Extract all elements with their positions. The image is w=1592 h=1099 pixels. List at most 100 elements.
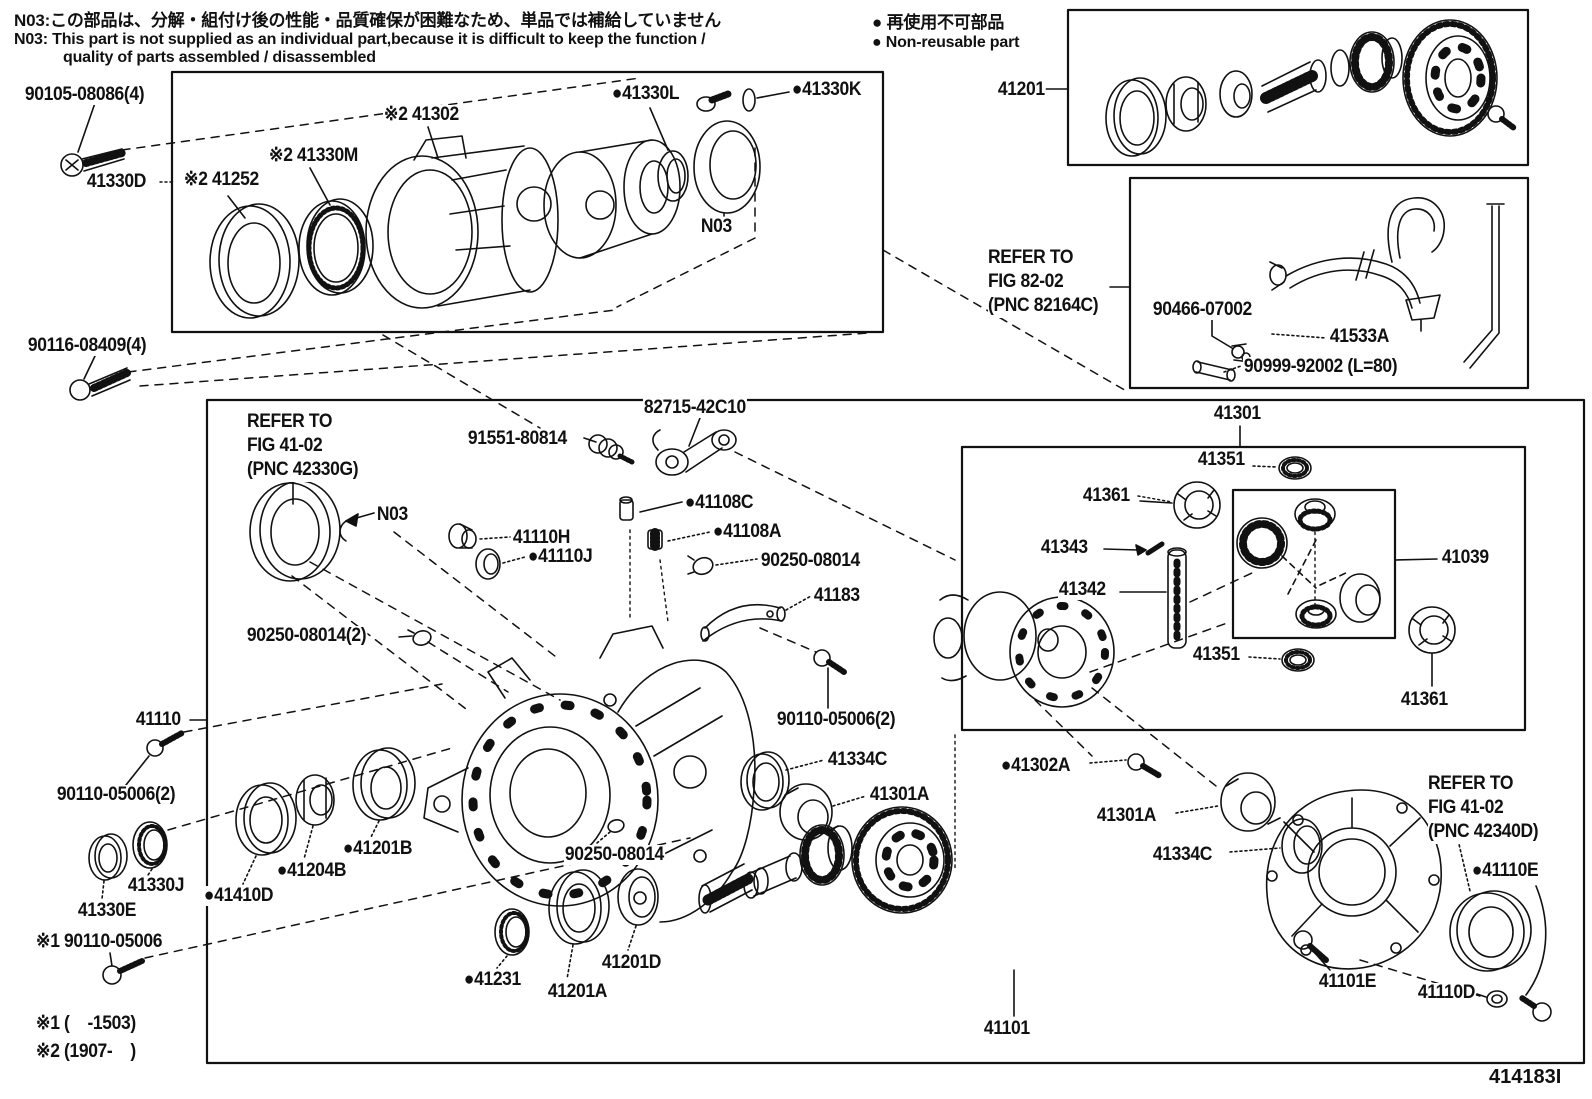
part-label-41533A: 41533A bbox=[1329, 326, 1390, 347]
seal-41201A bbox=[548, 869, 610, 980]
part-label-41301A-left: 41301A bbox=[869, 784, 930, 805]
bearing-41201B bbox=[352, 747, 416, 838]
box-main-41101 bbox=[205, 398, 1586, 1065]
stud-41108C bbox=[619, 496, 683, 521]
pin-41343 bbox=[1103, 541, 1165, 556]
note-jp: N03:この部品は、分解・組付け後の性能・品質確保が困難なため、単品では補給して… bbox=[14, 11, 722, 30]
part-label-41110E: ●41110E bbox=[1471, 860, 1540, 881]
ring-41334C-right bbox=[1229, 818, 1323, 874]
plug-41110H bbox=[448, 523, 511, 549]
bolt-41302A bbox=[1089, 753, 1163, 779]
part-label-41183: 41183 bbox=[813, 585, 861, 606]
ref-line: REFER TO bbox=[988, 247, 1074, 268]
part-label-41361-bottom: 41361 bbox=[1400, 689, 1449, 710]
seal-41252 bbox=[209, 195, 300, 319]
ref-line: REFER TO bbox=[247, 411, 333, 432]
part-label-N03-mid: N03 bbox=[376, 504, 409, 525]
part-label-41101E: 41101E bbox=[1318, 971, 1377, 992]
diagram-code: 414183I bbox=[1489, 1066, 1562, 1088]
part-label-90110-05006-n1: ※1 90110-05006 bbox=[35, 931, 163, 952]
part-label-41330J: 41330J bbox=[127, 875, 185, 896]
diff-case bbox=[933, 591, 1115, 708]
nut-41204B bbox=[295, 774, 335, 860]
legend-non-reusable-en: ● Non-reusable part bbox=[872, 34, 1020, 51]
part-label-82715-42C10: 82715-42C10 bbox=[643, 397, 747, 418]
part-label-41351-bottom: 41351 bbox=[1192, 644, 1241, 665]
ref-line: REFER TO bbox=[1428, 773, 1514, 794]
box-seal-kit bbox=[170, 70, 885, 334]
part-label-41330D: 41330D bbox=[86, 171, 147, 192]
part-label-41039: 41039 bbox=[1441, 547, 1490, 568]
breather-tube-41533A bbox=[1109, 197, 1505, 369]
plug-90250-08014-2 bbox=[398, 629, 432, 646]
part-label-41110H: 41110H bbox=[512, 527, 571, 548]
ref-line: FIG 41-02 bbox=[1428, 797, 1504, 818]
note-en1: N03: This part is not supplied as an ind… bbox=[14, 31, 706, 48]
seal-pnc42330g bbox=[249, 477, 341, 582]
ref-fig41-02-42330G: REFER TO FIG 41-02 (PNC 42330G) bbox=[247, 410, 359, 482]
label-connectors bbox=[159, 181, 1173, 503]
ring-41330J bbox=[132, 821, 168, 876]
part-label-41301: 41301 bbox=[1213, 403, 1262, 424]
part-label-41201A: 41201A bbox=[547, 981, 608, 1002]
ring-41330K bbox=[693, 120, 761, 217]
bearing-41301A-left bbox=[779, 783, 867, 841]
ref-line: (PNC 42330G) bbox=[247, 459, 359, 480]
ref-fig41-02-42340D: REFER TO FIG 41-02 (PNC 42340D) bbox=[1428, 772, 1539, 844]
part-label-41410D: ●41410D bbox=[203, 885, 275, 906]
n03-arrow bbox=[339, 512, 375, 542]
ring-41110J bbox=[475, 548, 526, 580]
part-label-41334C-left: 41334C bbox=[827, 749, 888, 770]
part-label-41110J: ●41110J bbox=[527, 546, 594, 567]
part-label-41110: 41110 bbox=[135, 709, 182, 730]
plug-90250-08014-lower bbox=[596, 819, 625, 844]
plug-90250-08014-upper bbox=[687, 555, 758, 576]
bolt-90105-08086 bbox=[60, 102, 126, 177]
frame-boxes bbox=[170, 8, 1586, 1065]
drum-extension bbox=[543, 139, 681, 259]
ring-41334C-left bbox=[740, 751, 825, 811]
part-label-91551-80814: 91551-80814 bbox=[467, 428, 568, 449]
washer-41351-top bbox=[1252, 456, 1312, 480]
bracket-41183 bbox=[700, 595, 812, 642]
ref-line: (PNC 82164C) bbox=[988, 295, 1099, 316]
part-label-41330K: ●41330K bbox=[791, 79, 863, 100]
ref-fig82-02: REFER TO FIG 82-02 (PNC 82164C) bbox=[988, 246, 1099, 318]
pinion-kit-41201 bbox=[1040, 19, 1517, 157]
construction-dotted bbox=[629, 529, 1316, 869]
bolt-41101E bbox=[1293, 930, 1331, 971]
spider-kit-41039 bbox=[1236, 498, 1438, 629]
part-label-41302: ※2 41302 bbox=[383, 104, 460, 125]
part-label-90110-05006-l: 90110-05006(2) bbox=[56, 784, 177, 805]
shaft-41342 bbox=[1119, 547, 1187, 649]
box-fig82-02 bbox=[1128, 176, 1530, 390]
part-label-90250-08014-b: 90250-08014 bbox=[564, 844, 665, 865]
footnote-1: ※1 ( -1503) bbox=[35, 1013, 137, 1034]
part-label-41330M: ※2 41330M bbox=[268, 145, 359, 166]
bolt-90110-05006-right bbox=[813, 649, 847, 709]
carrier-housing-41110 bbox=[189, 625, 756, 923]
part-label-90116-08409: 90116-08409(4) bbox=[27, 335, 148, 356]
ref-line: (PNC 42340D) bbox=[1428, 821, 1539, 842]
ring-41330E bbox=[88, 833, 128, 900]
footnote-2: ※2 (1907- ) bbox=[35, 1041, 137, 1062]
part-label-41302A: ●41302A bbox=[1000, 755, 1072, 776]
ref-line: FIG 82-02 bbox=[988, 271, 1064, 292]
part-label-41361-top: 41361 bbox=[1082, 485, 1131, 506]
part-label-41342: 41342 bbox=[1058, 579, 1107, 600]
part-label-90466-07002: 90466-07002 bbox=[1152, 299, 1253, 320]
part-label-41201B: ●41201B bbox=[342, 838, 414, 859]
part-label-41204B: ●41204B bbox=[276, 860, 348, 881]
part-label-41351-top: 41351 bbox=[1197, 449, 1246, 470]
seal-41410D bbox=[235, 782, 297, 885]
part-label-N03-top: N03 bbox=[700, 216, 733, 237]
drive-pinion-ring-gear bbox=[698, 806, 953, 914]
bearing-41231 bbox=[494, 908, 530, 969]
ring-41201D bbox=[617, 868, 659, 951]
part-label-41330L: ●41330L bbox=[611, 83, 681, 104]
ref-line: FIG 41-02 bbox=[247, 435, 323, 456]
bearing-41301A-right bbox=[1175, 772, 1281, 832]
part-label-90999-92002: 90999-92002 (L=80) bbox=[1243, 356, 1399, 377]
plate-41361-bottom bbox=[1408, 606, 1456, 687]
